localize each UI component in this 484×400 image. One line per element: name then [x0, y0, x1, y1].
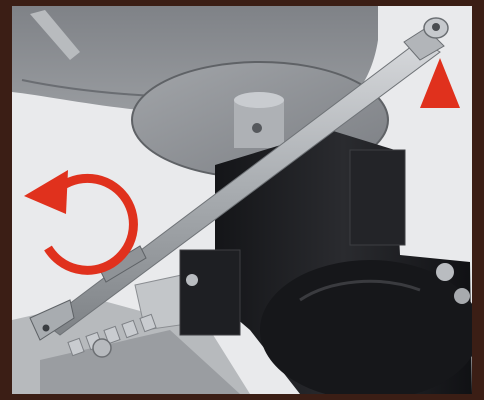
clamp-block-left: [179, 249, 241, 336]
hex-socket: [432, 23, 440, 31]
drawing-content: [12, 6, 472, 394]
bolt-head-1: [186, 274, 198, 286]
rod-end: [29, 299, 75, 341]
housing-ridge: [30, 10, 80, 60]
motor-highlight: [299, 279, 421, 302]
rotation-arrow-icon: [24, 170, 138, 275]
clamp-block-right: [349, 149, 406, 246]
rod-assembly: [29, 17, 449, 341]
base-plate-shadow: [40, 330, 240, 394]
rod-end-pin: [42, 324, 50, 332]
bolt-head-2: [436, 263, 454, 281]
shaft-top: [234, 92, 284, 108]
set-screw: [252, 123, 262, 133]
gear-nut: [92, 338, 112, 358]
bolt-head-3: [454, 288, 470, 304]
up-arrow-icon: [420, 58, 460, 108]
